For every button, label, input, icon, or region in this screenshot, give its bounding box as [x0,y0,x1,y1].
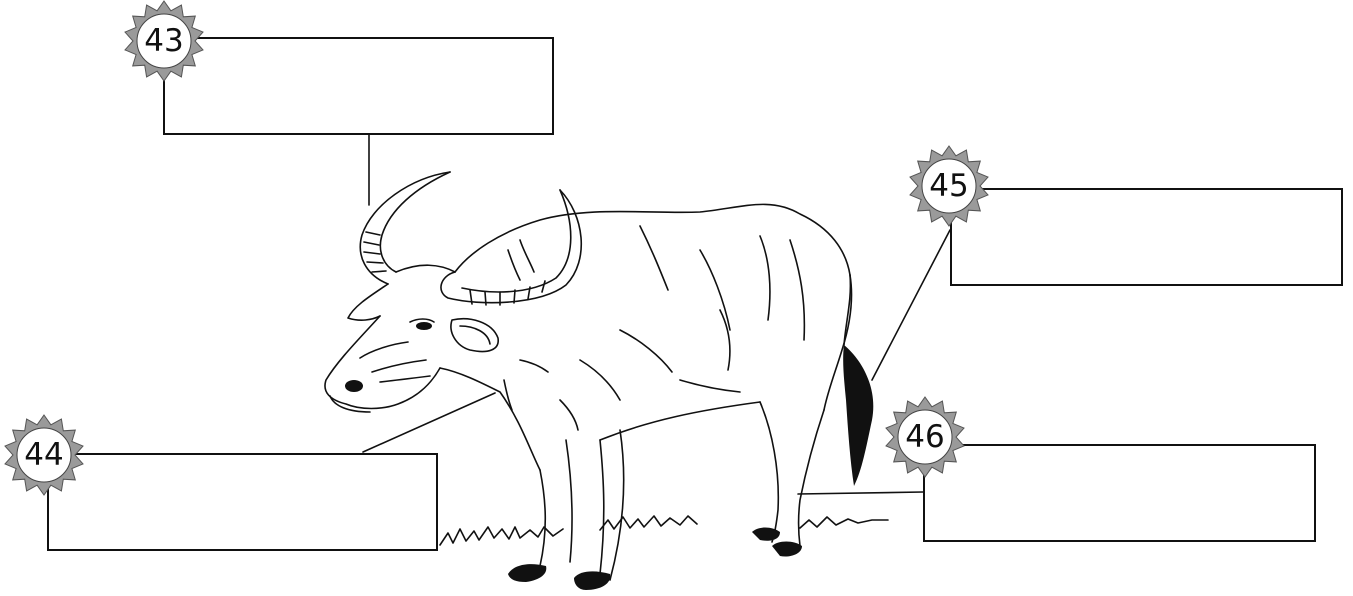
number-badge-43: 43 [123,0,205,82]
badge-number: 45 [929,168,969,204]
leader-line-44 [362,392,496,453]
number-badge-45: 45 [908,145,990,227]
sunburst-badge-icon [4,414,84,496]
answer-box-46[interactable] [923,444,1316,542]
badge-number: 46 [905,419,945,455]
number-badge-46: 46 [884,396,966,478]
sunburst-badge-icon [909,145,989,227]
leader-line-45 [871,229,951,381]
badge-circle [136,13,192,69]
sunburst-badge-icon [885,396,965,478]
sunburst-badge-icon [124,0,204,82]
answer-box-44[interactable] [47,453,438,551]
answer-box-45[interactable] [950,188,1343,286]
number-badge-44: 44 [3,414,85,496]
badge-number: 43 [144,23,184,59]
leader-line-46 [797,491,924,495]
badge-number: 44 [24,437,64,473]
badge-circle [16,427,72,483]
badge-circle [921,158,977,214]
answer-box-43[interactable] [163,37,554,135]
badge-circle [897,409,953,465]
